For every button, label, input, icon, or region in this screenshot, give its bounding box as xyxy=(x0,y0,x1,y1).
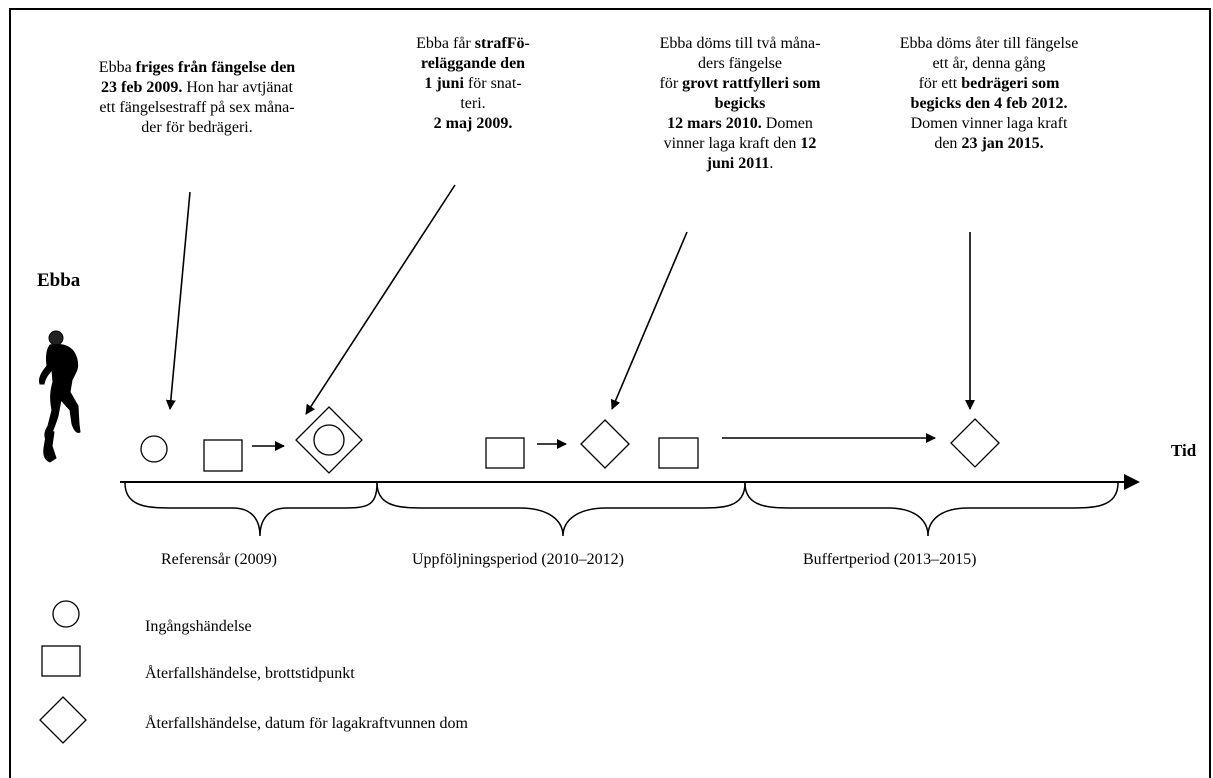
annotation-text-run: Hon har avtjänat xyxy=(182,79,293,96)
annotation-text-run: Ebba får xyxy=(416,35,475,52)
annotation-text-run: . xyxy=(769,155,774,172)
annotation-text-run: begicks xyxy=(714,95,766,112)
runner-icon xyxy=(39,330,81,463)
annotation-text-run: Domen vinner laga kraft xyxy=(910,115,1068,132)
annotation-text-run: Domen xyxy=(761,115,813,132)
annotation-text-run: för ett xyxy=(918,75,962,92)
annotation-text-run: juni 2011 xyxy=(706,155,770,172)
annotation-text-run: friges från fängelse den xyxy=(135,59,296,76)
annotation-1: Ebba friges från fängelse den 23 feb 2009… xyxy=(62,58,332,138)
annotation-text-run: 23 jan 2015. xyxy=(961,135,1044,152)
legend-diamond-icon xyxy=(39,696,87,744)
annotation-text-run: Ebba xyxy=(98,59,136,76)
time-axis-arrowhead xyxy=(1124,474,1140,490)
event-offense-square-1 xyxy=(203,439,243,472)
annotation-text-run: bedrägeri som xyxy=(961,75,1060,92)
legend-label-square: Återfallshändelse, brottstidpunkt xyxy=(145,665,355,682)
legend-label-diamond: Återfallshändelse, datum för lagakraftvu… xyxy=(145,715,468,732)
annotation-text-run: teri. xyxy=(460,95,486,112)
annotation-text-run: 12 mars 2010. xyxy=(667,115,762,132)
legend-circle-icon xyxy=(52,600,80,628)
annotation-text-run: ders fängelse xyxy=(698,55,782,72)
annotation-text-run: ett fängelsestraff på sex måna- xyxy=(99,99,295,116)
pointer-arrow-2 xyxy=(305,184,456,415)
event-verdict-diamond-2 xyxy=(580,419,630,469)
legend-square-icon xyxy=(41,645,81,677)
event-offense-square-2 xyxy=(485,437,525,469)
event-entry-circle-in-diamond xyxy=(313,424,345,456)
event-verdict-diamond-3 xyxy=(950,418,1000,468)
event-verdict-diamond-1 xyxy=(295,406,363,474)
annotation-text-run: 2 maj 2009. xyxy=(433,115,513,132)
period-label-buffer: Buffertperiod (2013–2015) xyxy=(803,551,977,568)
annotation-text-run: reläggande den xyxy=(420,55,526,72)
annotation-text-run: den xyxy=(934,135,962,152)
annotation-text-run: för snat- xyxy=(463,75,522,92)
legend-label-circle: Ingångshändelse xyxy=(145,618,252,635)
annotation-text-run: vinner laga kraft den xyxy=(663,135,801,152)
pointer-arrow-1 xyxy=(165,191,191,410)
annotation-2: Ebba får strafFö-reläggande den 1 juni fö… xyxy=(378,34,568,134)
annotation-text-run: Ebba döms till två måna- xyxy=(659,35,821,52)
annotation-3: Ebba döms till två måna-ders fängelse för… xyxy=(620,34,860,174)
annotation-text-run: 1 juni xyxy=(424,75,464,92)
event-offense-square-3 xyxy=(658,437,699,469)
axis-label-time: Tid xyxy=(1171,441,1197,460)
diagram-frame xyxy=(9,8,1211,778)
person-name: Ebba xyxy=(37,270,81,291)
brace-buffer xyxy=(744,482,1119,537)
annotation-text-run: 12 xyxy=(800,135,817,152)
annotation-text-run: Ebba döms åter till fängelse xyxy=(899,35,1079,52)
annotation-4: Ebba döms åter till fängelse ett år, denn… xyxy=(876,34,1102,154)
annotation-text-run: der för bedrägeri. xyxy=(141,119,253,136)
event-entry-circle xyxy=(140,435,168,463)
pointer-arrow-3 xyxy=(610,231,688,410)
annotation-text-run: begicks den 4 feb 2012. xyxy=(910,95,1068,112)
annotation-text-run: grovt rattfylleri som xyxy=(682,75,821,92)
brace-reference xyxy=(124,482,378,537)
brace-followup xyxy=(376,482,746,537)
annotation-text-run: för xyxy=(659,75,683,92)
annotation-text-run: 23 feb 2009. xyxy=(101,79,183,96)
period-label-followup: Uppföljningsperiod (2010–2012) xyxy=(412,551,624,568)
annotation-text-run: strafFö- xyxy=(474,35,530,52)
annotation-text-run: ett år, denna gång xyxy=(932,55,1046,72)
period-label-reference: Referensår (2009) xyxy=(161,551,277,568)
